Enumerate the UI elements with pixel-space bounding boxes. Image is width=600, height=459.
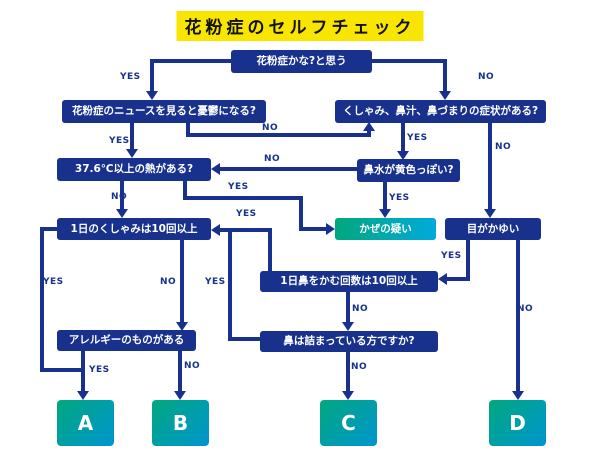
edge-fever-yes-line [299, 227, 327, 231]
node-blow10: 1日鼻をかむ回数は10回以上 [260, 271, 438, 292]
edge-fever-yes-line [183, 196, 303, 200]
arrowhead-icon [484, 209, 496, 218]
edge-blow10-no-line [346, 292, 350, 323]
arrowhead-icon [146, 91, 158, 100]
edge-start-yes-line [150, 59, 231, 63]
edge-yellownose-no-line [219, 167, 357, 171]
label-sneeze10-yes: YES [43, 277, 64, 287]
label-symptoms-yes: YES [407, 133, 428, 143]
arrowhead-icon [211, 163, 220, 175]
label-allergy-yes: YES [89, 365, 110, 375]
edge-eyes-yes-line [447, 277, 470, 281]
label-allergy-no: NO [184, 361, 201, 371]
edge-yellownose-yes-line [383, 182, 387, 210]
arrowhead-icon [363, 122, 375, 131]
label-start-no: NO [478, 72, 495, 82]
edge-news-no-line [186, 133, 371, 137]
node-fever: 37.6℃以上の熱がある? [57, 158, 211, 181]
arrowhead-icon [176, 322, 188, 331]
node-yellow-nose: 鼻水が黄色っぽい? [357, 159, 460, 182]
node-nose-blocked: 鼻は詰まっている方ですか? [260, 331, 438, 352]
edge-sneeze10-yes-line [40, 227, 44, 372]
result-c: C [320, 400, 377, 446]
arrowhead-icon [116, 209, 128, 218]
edge-news-yes-line [130, 123, 134, 150]
arrowhead-icon [342, 391, 354, 400]
node-symptoms: くしゃみ、鼻汁、鼻づまりの症状がある? [335, 100, 546, 123]
page-title: 花粉症のセルフチェック [176, 11, 424, 41]
arrowhead-icon [342, 322, 354, 331]
edge-allergy-no-line [178, 351, 182, 392]
edge-start-no-line [443, 59, 447, 92]
arrowhead-icon [126, 149, 138, 158]
edge-fever-no-line [120, 181, 124, 210]
arrowhead-icon [512, 391, 524, 400]
arrowhead-icon [77, 391, 89, 400]
label-blow10-no: NO [352, 304, 369, 314]
label-blocked-yes: YES [205, 277, 226, 287]
edge-symptoms-no-line [488, 123, 492, 210]
edge-start-no-line [372, 59, 447, 63]
edge-symptoms-yes-line [401, 123, 405, 152]
edge-fever-yes-line [299, 196, 303, 231]
label-news-no: NO [262, 123, 279, 133]
edge-sneeze10-yes-line [40, 227, 57, 231]
label-eyes-no: NO [517, 304, 534, 314]
arrowhead-icon [438, 273, 447, 285]
result-b: B [152, 400, 209, 446]
arrowhead-icon [379, 209, 391, 218]
label-yellownose-yes: YES [389, 193, 410, 203]
edge-blow10-yes-line [268, 228, 272, 271]
result-a: A [57, 400, 114, 446]
edge-merge-yes-line [219, 228, 272, 232]
node-news: 花粉症のニュースを見ると憂鬱になる? [62, 100, 266, 123]
edge-news-no-line [186, 123, 190, 137]
result-d: D [489, 400, 546, 446]
arrowhead-icon [174, 391, 186, 400]
label-start-yes: YES [120, 72, 141, 82]
edge-blocked-yes-line [228, 337, 260, 341]
edge-eyes-yes-line [466, 240, 470, 281]
node-allergy: アレルギーのものがある [57, 330, 196, 351]
arrowhead-icon [397, 151, 409, 160]
arrowhead-icon [211, 224, 220, 236]
edge-fever-yes-line [183, 181, 187, 200]
edge-start-yes-line [150, 59, 154, 92]
edge-sneeze10-no-line [180, 240, 184, 324]
edge-eyes-no-line [516, 240, 520, 392]
node-itchy-eyes: 目がかゆい [445, 218, 541, 240]
label-eyes-yes: YES [441, 251, 462, 261]
label-blow10-yes: YES [236, 209, 257, 219]
arrowhead-icon [326, 223, 335, 235]
label-yellownose-no: NO [264, 154, 281, 164]
edge-news-no-line [367, 130, 371, 137]
edge-allergy-yes-line [81, 351, 85, 392]
arrowhead-icon [439, 91, 451, 100]
edge-sneeze10-yes-line [40, 368, 85, 372]
label-news-yes: YES [109, 136, 130, 146]
node-start: 花粉症かな?と思う [231, 50, 372, 73]
node-sneeze10: 1日のくしゃみは10回以上 [57, 218, 211, 240]
edge-blocked-no-line [346, 352, 350, 392]
label-blocked-no: NO [351, 362, 368, 372]
label-symptoms-no: NO [495, 142, 512, 152]
label-fever-no: NO [111, 192, 128, 202]
label-fever-yes: YES [228, 182, 249, 192]
edge-blocked-yes-line [228, 228, 232, 341]
label-sneeze10-no: NO [160, 277, 177, 287]
node-cold-suspicion: かぜの疑い [335, 218, 436, 240]
